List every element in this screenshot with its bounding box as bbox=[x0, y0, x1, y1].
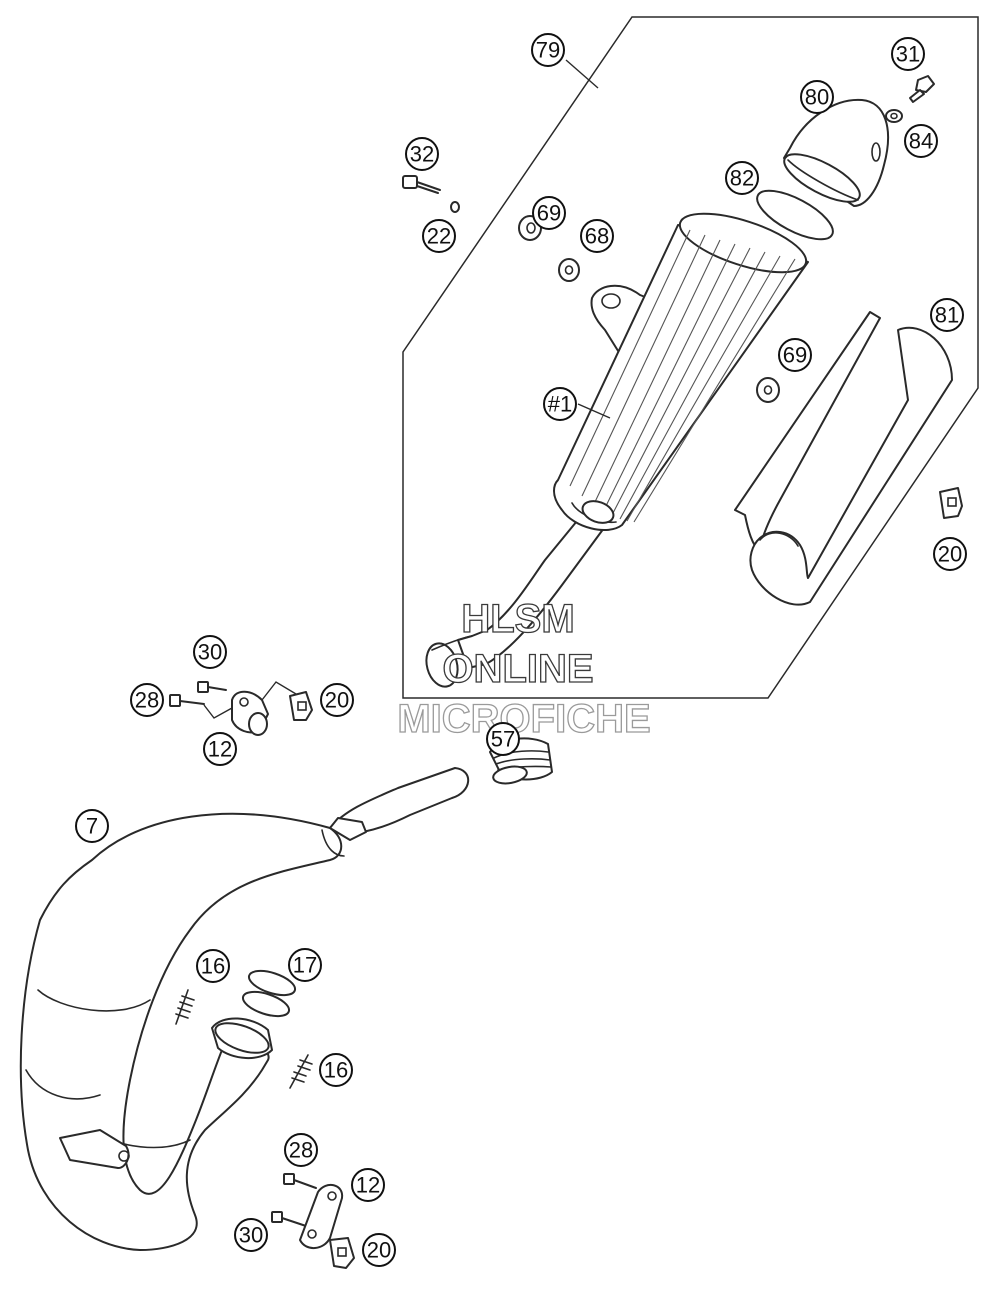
holder-12a-part bbox=[231, 690, 269, 736]
spring-clip-20a-part bbox=[939, 487, 963, 519]
holder-12b-part bbox=[299, 1183, 344, 1249]
callout-20a[interactable]: 20 bbox=[933, 537, 967, 571]
callout-20b-label: 20 bbox=[325, 688, 349, 713]
bolt-28a-part bbox=[169, 694, 205, 707]
callout-20c-label: 20 bbox=[367, 1238, 391, 1263]
callout-22-label: 22 bbox=[427, 224, 451, 249]
callout-69b-label: 69 bbox=[783, 343, 807, 368]
callout-7[interactable]: 7 bbox=[75, 809, 109, 843]
callout-31-label: 31 bbox=[896, 42, 920, 67]
spring-clip-20c-part bbox=[329, 1237, 355, 1269]
washer-68-part bbox=[558, 258, 580, 282]
callout-57-label: 57 bbox=[491, 727, 515, 752]
spring-16a-part bbox=[175, 989, 195, 1025]
callout-16b[interactable]: 16 bbox=[319, 1053, 353, 1087]
o-ring-17-part bbox=[241, 969, 297, 1018]
silencer-body-part bbox=[425, 212, 809, 688]
callout-12a[interactable]: 12 bbox=[203, 732, 237, 766]
watermark-line-1: HLSM bbox=[461, 597, 574, 641]
watermark-line-3: MICROFICHE bbox=[397, 697, 650, 741]
end-cap-part bbox=[783, 98, 890, 207]
callout-30b[interactable]: 30 bbox=[234, 1218, 268, 1252]
callout-82-label: 82 bbox=[730, 166, 754, 191]
callout-57[interactable]: 57 bbox=[486, 722, 520, 756]
callout-12b-label: 12 bbox=[356, 1173, 380, 1198]
watermark: HLSM ONLINE MICROFICHE bbox=[397, 596, 652, 741]
callout-32[interactable]: 32 bbox=[405, 137, 439, 171]
callout-31[interactable]: 31 bbox=[891, 37, 925, 71]
callout-79-label: 79 bbox=[536, 38, 560, 63]
callout-1[interactable]: #1 bbox=[543, 387, 577, 421]
callout-22[interactable]: 22 bbox=[422, 219, 456, 253]
leader-79 bbox=[565, 59, 599, 89]
callout-79[interactable]: 79 bbox=[531, 33, 565, 67]
bolt-30b-part bbox=[271, 1211, 307, 1227]
nut-84-part bbox=[885, 109, 903, 123]
callout-30a-label: 30 bbox=[198, 640, 222, 665]
callout-28a[interactable]: 28 bbox=[130, 683, 164, 717]
callout-17-label: 17 bbox=[293, 953, 317, 978]
callout-12a-label: 12 bbox=[208, 737, 232, 762]
callout-81[interactable]: 81 bbox=[930, 298, 964, 332]
callout-84[interactable]: 84 bbox=[904, 124, 938, 158]
callout-28a-label: 28 bbox=[135, 688, 159, 713]
callout-30a[interactable]: 30 bbox=[193, 635, 227, 669]
callout-20c[interactable]: 20 bbox=[362, 1233, 396, 1267]
callout-30b-label: 30 bbox=[239, 1223, 263, 1248]
callout-68[interactable]: 68 bbox=[580, 219, 614, 253]
bolt-31-part bbox=[909, 75, 935, 103]
washer-22-part bbox=[450, 201, 460, 213]
callout-1-label: #1 bbox=[548, 392, 572, 417]
seal-sleeve-57-part bbox=[489, 737, 553, 785]
callout-81-label: 81 bbox=[935, 303, 959, 328]
callout-82[interactable]: 82 bbox=[725, 161, 759, 195]
callout-32-label: 32 bbox=[410, 142, 434, 167]
watermark-line-2: ONLINE bbox=[442, 647, 593, 691]
callout-20b[interactable]: 20 bbox=[320, 683, 354, 717]
bolt-28b-part bbox=[283, 1173, 317, 1189]
callout-68-label: 68 bbox=[585, 224, 609, 249]
callout-28b-label: 28 bbox=[289, 1138, 313, 1163]
callout-80[interactable]: 80 bbox=[800, 80, 834, 114]
callout-69a-label: 69 bbox=[537, 201, 561, 226]
callout-17[interactable]: 17 bbox=[288, 948, 322, 982]
leader-12a bbox=[203, 704, 233, 719]
leader-1 bbox=[577, 403, 611, 419]
gasket-82-part bbox=[756, 189, 834, 241]
silencer-group-outline bbox=[402, 16, 979, 699]
leader-20b bbox=[261, 681, 297, 701]
callout-16a[interactable]: 16 bbox=[196, 949, 230, 983]
callout-69a[interactable]: 69 bbox=[532, 196, 566, 230]
callout-69b[interactable]: 69 bbox=[778, 338, 812, 372]
exhaust-pipe-part bbox=[19, 767, 470, 1251]
callout-20a-label: 20 bbox=[938, 542, 962, 567]
callout-16b-label: 16 bbox=[324, 1058, 348, 1083]
spring-16b-part bbox=[289, 1054, 313, 1089]
protection-shield-part bbox=[734, 311, 953, 606]
callout-12b[interactable]: 12 bbox=[351, 1168, 385, 1202]
callout-7-label: 7 bbox=[86, 814, 98, 839]
spring-clip-20b-part bbox=[289, 691, 313, 721]
callout-28b[interactable]: 28 bbox=[284, 1133, 318, 1167]
callout-80-label: 80 bbox=[805, 85, 829, 110]
callout-84-label: 84 bbox=[909, 129, 933, 154]
rubber-washer-69b-part bbox=[756, 377, 780, 403]
callout-16a-label: 16 bbox=[201, 954, 225, 979]
bolt-30a-part bbox=[197, 681, 227, 693]
bolt-32-part bbox=[402, 175, 441, 194]
